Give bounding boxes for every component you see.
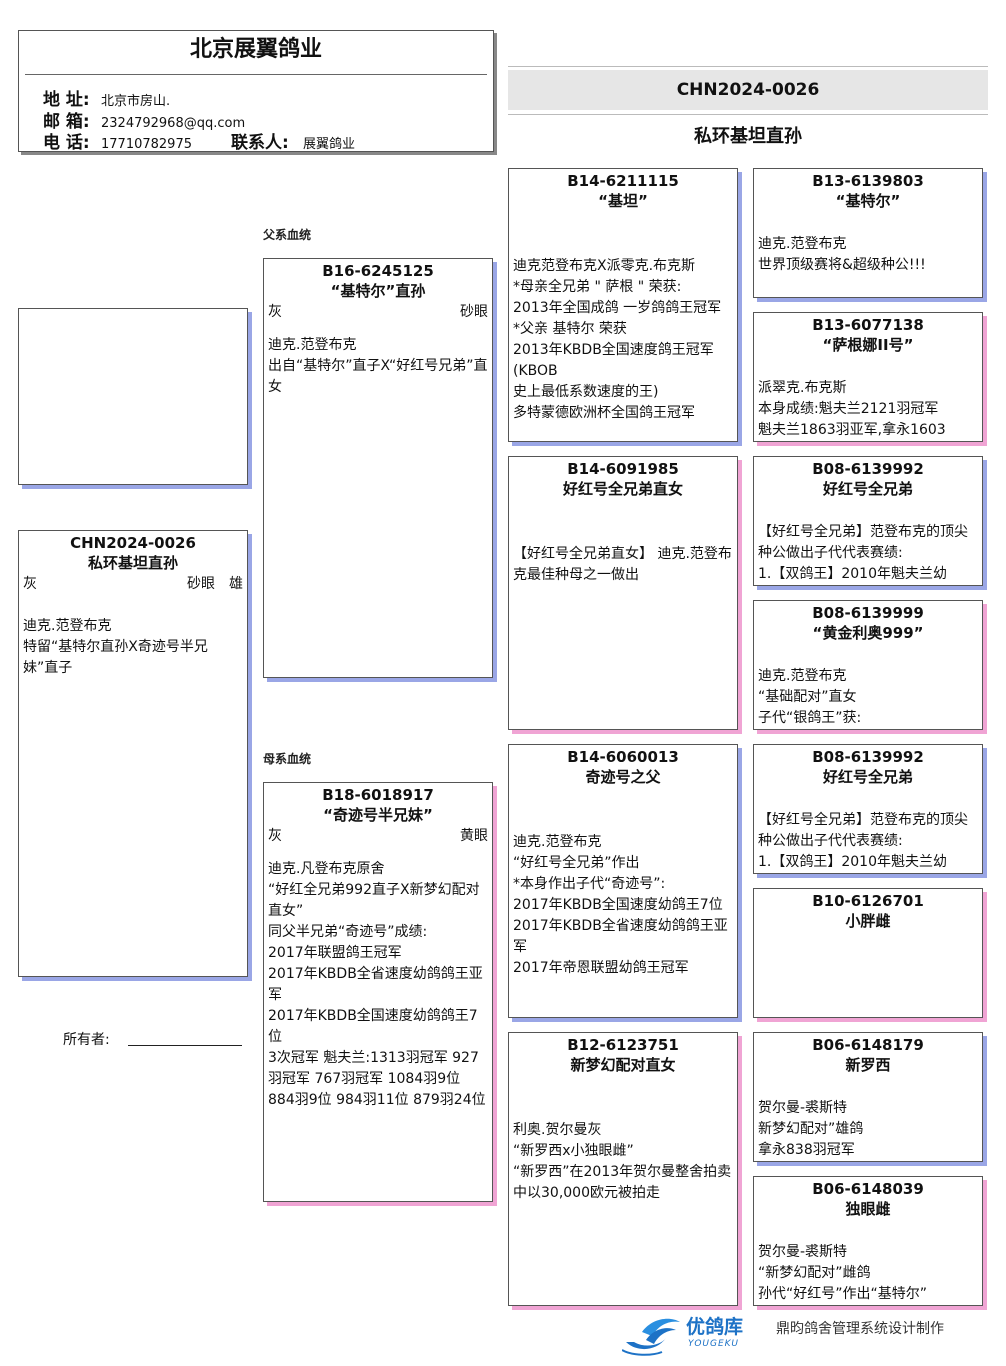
dam-sire-name: 奇迹号之父 <box>585 768 661 786</box>
address-value: 北京市房山. <box>101 94 171 109</box>
dam-eye: 黄眼 <box>460 828 488 844</box>
gen4-card: B08-6139992 好红号全兄弟 【好红号全兄弟】范登布克的顶尖种公做出子代… <box>753 744 983 874</box>
subject-notes: 迪克.范登布克 特留“基特尔直孙X奇迹号半兄妹”直子 <box>23 618 208 676</box>
dam-card: B18-6018917 “奇迹号半兄妹” 灰 黄眼 迪克.凡登布克原舍 “好红全… <box>263 782 493 1202</box>
gen4-notes: 迪克.范登布克 世界顶级赛将&超级种公!!! <box>758 236 926 273</box>
logo-en-text: YOUGEKU <box>688 1339 740 1349</box>
dam-dam-card: B12-6123751 新梦幻配对直女 利奥.贺尔曼灰 “新罗西x小独眼雌” “… <box>508 1032 738 1306</box>
owner-signature-line <box>128 1045 242 1046</box>
gen4-notes: 派翠克.布克斯 本身成绩:魁夫兰2121羽冠军 魁夫兰1863羽亚军,拿永160… <box>758 380 946 438</box>
gen4-name: 好红号全兄弟 <box>822 480 913 498</box>
sire-color: 灰 <box>268 304 282 320</box>
gen4-card: B13-6077138 “萨根娜II号” 派翠克.布克斯 本身成绩:魁夫兰212… <box>753 312 983 442</box>
gen4-notes: 【好红号全兄弟】范登布克的顶尖种公做出子代代表赛绩: 1.【双鸽王】2010年魁… <box>758 812 968 870</box>
footer-branding: 优鸽库 YOUGEKU 鼎昀鸽舍管理系统设计制作 <box>622 1312 982 1358</box>
gen4-name: 好红号全兄弟 <box>822 768 913 786</box>
sire-eye: 砂眼 <box>460 304 488 320</box>
gen4-ring: B08-6139992 <box>812 748 924 766</box>
sire-sire-name: “基坦” <box>598 192 648 210</box>
subject-ring: CHN2024-0026 <box>70 534 196 552</box>
gen4-notes: 贺尔曼-裘斯特 新梦幻配对”雄鸽 拿永838羽冠军 <box>758 1100 864 1158</box>
email-label: 邮 箱: <box>43 112 90 132</box>
dam-ring: B18-6018917 <box>322 786 434 804</box>
gen4-notes: 迪克.范登布克 “基础配对”直女 子代“银鸽王”获: <box>758 668 862 726</box>
address-row: 地 址: 北京市房山. <box>43 85 170 110</box>
subject-eye: 砂眼 <box>187 576 215 592</box>
subject-name: 私环基坦直孙 <box>87 554 178 572</box>
gen4-name: 新罗西 <box>845 1056 891 1074</box>
gen4-ring: B13-6139803 <box>812 172 924 190</box>
address-label: 地 址: <box>43 90 90 110</box>
pedigree-ring-banner: CHN2024-0026 <box>508 70 988 110</box>
sire-sire-ring: B14-6211115 <box>567 172 679 190</box>
dam-notes: 迪克.凡登布克原舍 “好红全兄弟992直子X新梦幻配对直女” 同父半兄弟“奇迹号… <box>268 861 486 1108</box>
footer-credit: 鼎昀鸽舍管理系统设计制作 <box>776 1321 944 1337</box>
gen4-ring: B06-6148179 <box>812 1036 924 1054</box>
gen4-card: B10-6126701 小胖雌 <box>753 888 983 1018</box>
gen4-card: B08-6139992 好红号全兄弟 【好红号全兄弟】范登布克的顶尖种公做出子代… <box>753 456 983 586</box>
banner-bottom-line <box>508 114 988 115</box>
gen4-card: B06-6148039 独眼雌 贺尔曼-裘斯特 “新梦幻配对”雌鸽 孙代“好红号… <box>753 1176 983 1306</box>
subject-attrs: 灰 砂眼 雄 <box>19 574 247 595</box>
sire-ring: B16-6245125 <box>322 262 434 280</box>
logo-cn-text: 优鸽库 <box>686 1316 744 1338</box>
sire-dam-name: 好红号全兄弟直女 <box>562 480 683 498</box>
subject-color: 灰 <box>23 576 37 592</box>
dam-dam-ring: B12-6123751 <box>567 1036 679 1054</box>
contact-value: 展翼鸽业 <box>303 137 356 152</box>
gen4-card: B06-6148179 新罗西 贺尔曼-裘斯特 新梦幻配对”雄鸽 拿永838羽冠… <box>753 1032 983 1162</box>
contact-label: 联系人: <box>231 133 289 152</box>
dam-name: “奇迹号半兄妹” <box>323 806 433 824</box>
dam-attrs: 灰 黄眼 <box>264 826 492 847</box>
gen4-name: “基特尔” <box>835 192 901 210</box>
sire-name: “基特尔”直孙 <box>330 282 426 300</box>
header-divider <box>25 74 487 75</box>
sire-sire-notes: 迪克范登布克X派零克.布克斯 *母亲全兄弟 " 萨根 " 荣获: 2013年全国… <box>513 258 722 421</box>
subject-sex: 雄 <box>229 576 243 592</box>
owner-label: 所有者: <box>63 1032 110 1048</box>
gen4-card: B13-6139803 “基特尔” 迪克.范登布克 世界顶级赛将&超级种公!!! <box>753 168 983 298</box>
dam-color: 灰 <box>268 828 282 844</box>
gen4-ring: B10-6126701 <box>812 892 924 910</box>
gen4-notes: 【好红号全兄弟】范登布克的顶尖种公做出子代代表赛绩: 1.【双鸽王】2010年魁… <box>758 524 968 582</box>
gen4-name: “黄金利奥999” <box>812 624 924 642</box>
subject-card: CHN2024-0026 私环基坦直孙 灰 砂眼 雄 迪克.范登布克 特留“基特… <box>18 530 248 977</box>
phone-value: 17710782975 <box>101 137 192 152</box>
sire-card: B16-6245125 “基特尔”直孙 灰 砂眼 迪克.范登布克 出自“基特尔”… <box>263 258 493 678</box>
dam-line-label: 母系血统 <box>263 752 312 766</box>
sire-dam-notes: 【好红号全兄弟直女】 迪克.范登布克最佳种母之一做出 <box>513 546 732 583</box>
sire-notes: 迪克.范登布克 出自“基特尔”直子X“好红号兄弟”直女 <box>268 337 488 395</box>
banner-top-line <box>508 66 988 67</box>
gen4-ring: B08-6139992 <box>812 460 924 478</box>
youge-logo-icon <box>622 1318 680 1356</box>
gen4-card: B08-6139999 “黄金利奥999” 迪克.范登布克 “基础配对”直女 子… <box>753 600 983 730</box>
dam-sire-ring: B14-6060013 <box>567 748 679 766</box>
phone-row: 电 话: 17710782975 联系人: 展翼鸽业 <box>43 128 356 152</box>
dam-sire-notes: 迪克.范登布克 “好红号全兄弟”作出 *本身作出子代“奇迹号”: 2017年KB… <box>513 834 728 976</box>
gen4-ring: B06-6148039 <box>812 1180 924 1198</box>
dam-dam-notes: 利奥.贺尔曼灰 “新罗西x小独眼雌” “新罗西”在2013年贺尔曼整舍拍卖中以3… <box>513 1122 732 1201</box>
sire-sire-card: B14-6211115 “基坦” 迪克范登布克X派零克.布克斯 *母亲全兄弟 "… <box>508 168 738 442</box>
photo-frame <box>18 308 248 485</box>
gen4-name: 小胖雌 <box>845 912 891 930</box>
dam-sire-card: B14-6060013 奇迹号之父 迪克.范登布克 “好红号全兄弟”作出 *本身… <box>508 744 738 1018</box>
sire-attrs: 灰 砂眼 <box>264 302 492 323</box>
gen4-ring: B13-6077138 <box>812 316 924 334</box>
pedigree-title: 私环基坦直孙 <box>694 126 802 147</box>
sire-dam-ring: B14-6091985 <box>567 460 679 478</box>
sire-line-label: 父系血统 <box>263 228 312 242</box>
email-row: 邮 箱: 2324792968@qq.com <box>43 107 245 132</box>
dam-dam-name: 新梦幻配对直女 <box>570 1056 676 1074</box>
email-value: 2324792968@qq.com <box>101 116 246 131</box>
gen4-notes: 贺尔曼-裘斯特 “新梦幻配对”雌鸽 孙代“好红号”作出“基特尔” <box>758 1244 928 1302</box>
breeder-header: 北京展翼鸽业 地 址: 北京市房山. 邮 箱: 2324792968@qq.co… <box>18 30 494 152</box>
gen4-name: 独眼雌 <box>845 1200 891 1218</box>
gen4-name: “萨根娜II号” <box>822 336 914 354</box>
sire-dam-card: B14-6091985 好红号全兄弟直女 【好红号全兄弟直女】 迪克.范登布克最… <box>508 456 738 730</box>
company-name: 北京展翼鸽业 <box>189 37 322 62</box>
phone-label: 电 话: <box>43 133 90 152</box>
gen4-ring: B08-6139999 <box>812 604 924 622</box>
